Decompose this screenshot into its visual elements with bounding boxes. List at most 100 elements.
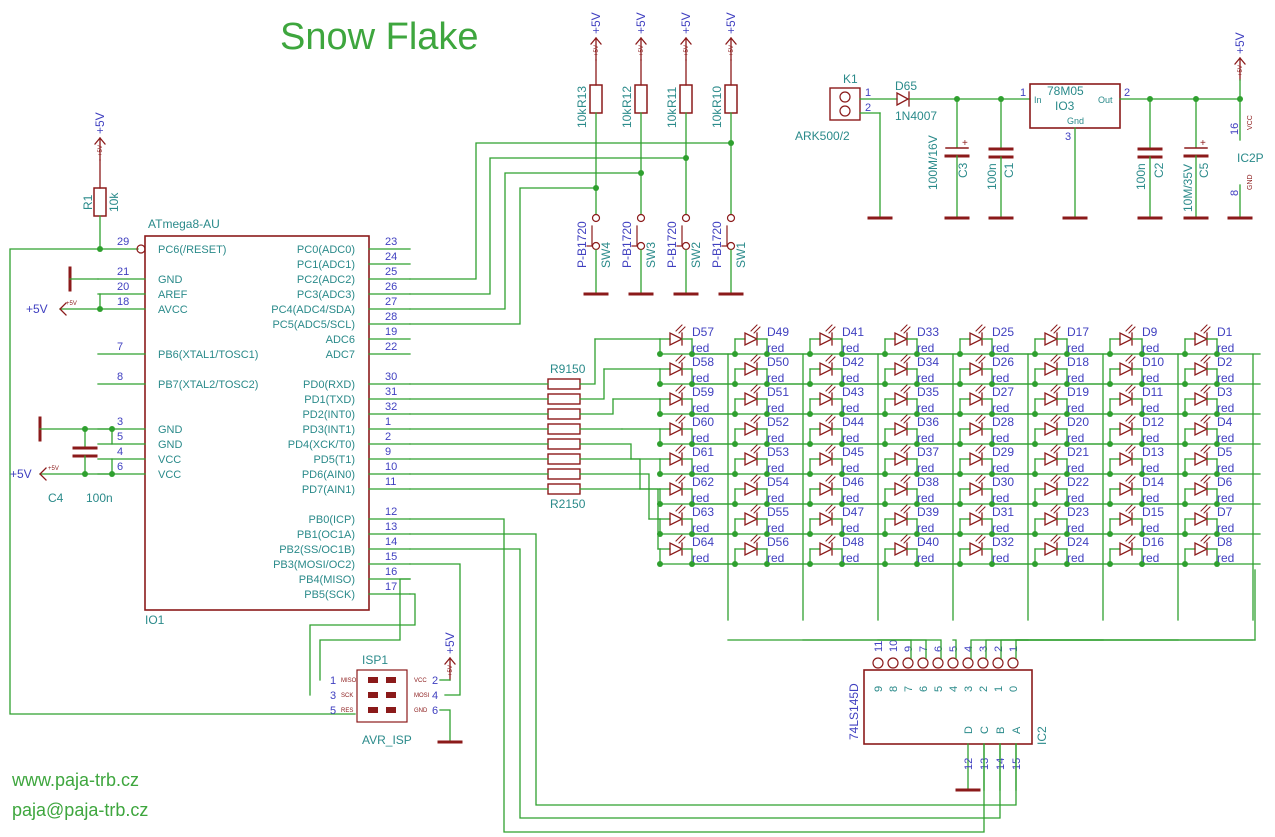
decoder-pin: 7: [918, 646, 930, 652]
led-icon: [1119, 481, 1134, 497]
led-color: red: [767, 491, 784, 505]
wire: [1053, 476, 1061, 484]
wire: [900, 324, 908, 332]
pin-label: PD7(AIN1): [302, 484, 355, 496]
pin-number: 15: [385, 551, 397, 563]
led-icon: [969, 391, 984, 407]
led-icon: [894, 511, 909, 527]
wire: [1050, 354, 1058, 362]
led-ref: D49: [767, 325, 789, 339]
led-ref: D64: [692, 535, 714, 549]
pin-number: 2: [385, 431, 391, 443]
led-color: red: [1067, 551, 1084, 565]
led-color: red: [1142, 461, 1159, 475]
pin-bubble: [887, 657, 899, 669]
pin-label: PC5(ADC5/SCL): [272, 319, 355, 331]
decoder-body: [863, 669, 1033, 745]
pin-number: 21: [117, 266, 129, 278]
c1-value: 100n: [985, 163, 999, 190]
isp-pin-icon: [368, 707, 378, 713]
led-color: red: [842, 401, 859, 415]
wire: [1200, 384, 1208, 392]
wire: [1125, 534, 1133, 542]
decoder-ref: IC2: [1035, 726, 1049, 745]
pin-label: VCC: [158, 454, 181, 466]
wire: [579, 368, 605, 400]
supply-small-label: +5V: [98, 145, 104, 156]
wire: [1053, 356, 1061, 364]
wire: [1128, 446, 1136, 454]
led-ref: D52: [767, 415, 789, 429]
led-icon: [669, 451, 684, 467]
decoder-out-label: 3: [963, 686, 975, 692]
led-color: red: [1142, 341, 1159, 355]
led-color: red: [767, 371, 784, 385]
isp-pin-label: SCK: [341, 693, 353, 699]
led-icon: [1119, 421, 1134, 437]
led-ref: D44: [842, 415, 864, 429]
led-icon: [1194, 511, 1209, 527]
invert-bubble: [136, 244, 146, 254]
regulator-pin: 3: [1065, 131, 1071, 143]
email-link[interactable]: paja@paja-trb.cz: [12, 800, 149, 820]
led-ref: D5: [1217, 445, 1233, 459]
led-icon: [669, 511, 684, 527]
wire: [978, 356, 986, 364]
led-icon: [1044, 421, 1059, 437]
wire: [825, 354, 833, 362]
wire: [675, 324, 683, 332]
supply-arrow-icon: [635, 36, 647, 45]
isp-ref: ISP1: [362, 653, 388, 667]
wire: [1125, 324, 1133, 332]
led-color: red: [992, 371, 1009, 385]
pullup-value: 10k: [575, 108, 589, 128]
schematic-title: Snow Flake: [280, 16, 479, 58]
wire: [750, 324, 758, 332]
pin-label: PD1(TXD): [304, 394, 355, 406]
led-color: red: [842, 491, 859, 505]
wire: [1125, 414, 1133, 422]
led-icon: [819, 481, 834, 497]
decoder-pin: 14: [995, 758, 1007, 770]
led-ref: D31: [992, 505, 1014, 519]
led-color: red: [692, 461, 709, 475]
wire: [1203, 536, 1211, 544]
led-icon: [744, 451, 759, 467]
led-color: red: [1067, 341, 1084, 355]
pullup-resistor: [634, 84, 648, 114]
wire: [675, 414, 683, 422]
wire: [579, 398, 614, 415]
wire: [903, 536, 911, 544]
wire: [409, 563, 461, 696]
wire: [903, 446, 911, 454]
led-color: red: [992, 401, 1009, 415]
led-ref: D55: [767, 505, 789, 519]
screw-terminal-icon: [839, 105, 851, 117]
led-ref: D53: [767, 445, 789, 459]
wire: [1128, 386, 1136, 394]
diode-value: 1N4007: [895, 109, 937, 123]
pin-number: 23: [385, 236, 397, 248]
wire: [753, 386, 761, 394]
led-ref: D57: [692, 325, 714, 339]
pin-number: 14: [385, 536, 397, 548]
led-color: red: [842, 521, 859, 535]
led-color: red: [917, 431, 934, 445]
regulator-pin-label: Out: [1098, 95, 1113, 105]
switch-ref: SW2: [689, 242, 703, 268]
decoder-out-label: 7: [903, 686, 915, 692]
led-icon: [819, 361, 834, 377]
wire: [1128, 476, 1136, 484]
ic2p-label: VCC: [1247, 115, 1254, 130]
led-ref: D26: [992, 355, 1014, 369]
switch-ref: SW1: [734, 242, 748, 268]
website-link[interactable]: www.paja-trb.cz: [12, 770, 140, 790]
wire: [750, 474, 758, 482]
decoder-pin: 10: [888, 640, 900, 652]
led-ref: D22: [1067, 475, 1089, 489]
led-color: red: [917, 341, 934, 355]
switch-contact-icon: [591, 213, 601, 223]
pin-bubble: [1007, 657, 1019, 669]
led-color: red: [1067, 401, 1084, 415]
led-icon: [969, 541, 984, 557]
